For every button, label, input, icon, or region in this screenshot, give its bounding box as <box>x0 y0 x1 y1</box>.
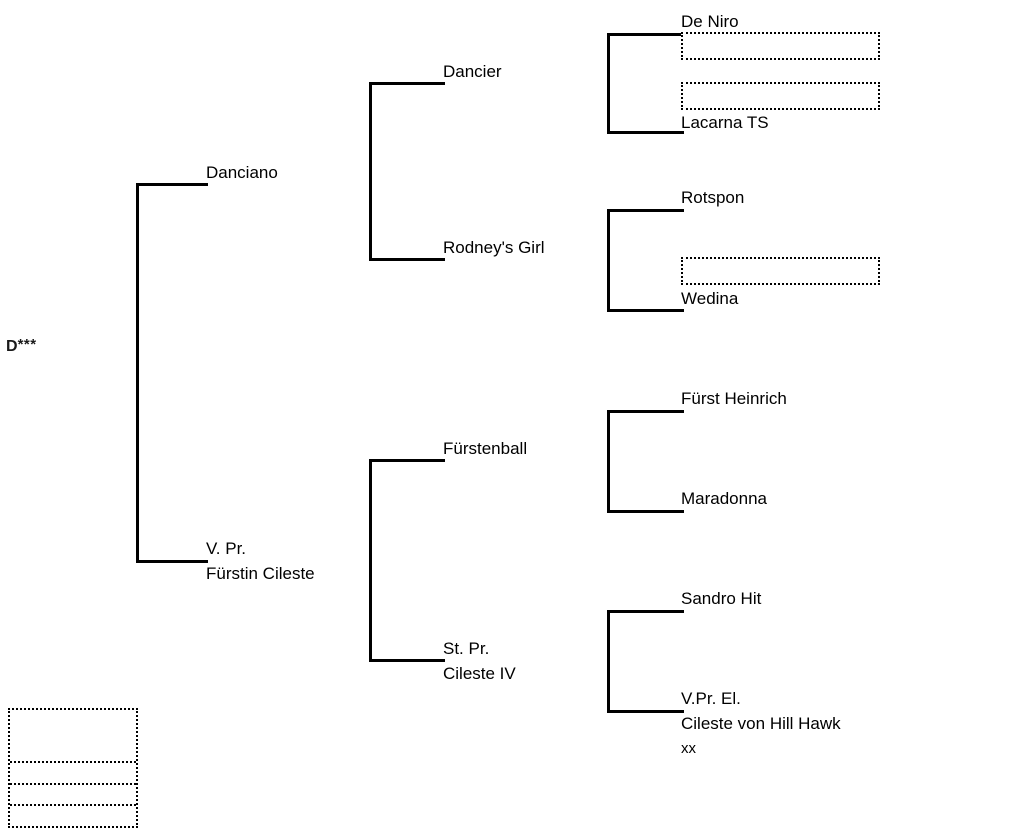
bracket-generation-3-a <box>607 33 684 134</box>
node-ds-dam-g3-label: Maradonna <box>681 489 768 508</box>
node-ds-dam-g3[interactable]: Maradonna <box>681 486 767 511</box>
bracket-vertical-line <box>607 33 610 134</box>
bracket-top-line <box>607 410 684 413</box>
bracket-vertical-line <box>607 610 610 713</box>
bracket-vertical-line <box>607 410 610 513</box>
node-sd-dam-g3-label: Wedina <box>681 289 739 308</box>
legend-row-3[interactable] <box>10 785 136 806</box>
legend-row-2[interactable] <box>10 763 136 785</box>
node-sd-sire-g3[interactable]: Rotspon <box>681 185 744 210</box>
legend-row-1[interactable] <box>10 710 136 763</box>
bracket-bottom-line <box>369 659 445 662</box>
bracket-generation-2-lower <box>369 459 445 662</box>
node-dam-dam-g2[interactable]: St. Pr. Cileste IV <box>443 636 516 686</box>
node-dd-sire-g3-label: Sandro Hit <box>681 589 762 608</box>
node-dam-sire-g2-label: Fürstenball <box>443 439 528 458</box>
empty-field-wedina-extra[interactable] <box>681 257 880 285</box>
node-dam-dam-g2-line1: St. Pr. <box>443 639 490 658</box>
node-sire-g1[interactable]: Danciano <box>206 160 278 185</box>
bracket-bottom-line <box>607 131 684 134</box>
bracket-generation-1 <box>136 183 208 563</box>
bracket-top-line <box>369 82 445 85</box>
node-sd-dam-g3[interactable]: Wedina <box>681 286 738 311</box>
bracket-top-line <box>136 183 208 186</box>
node-sire-dam-g2[interactable]: Rodney's Girl <box>443 235 545 260</box>
node-ss-sire-g3-label: De Niro <box>681 12 739 31</box>
empty-field-de-niro-extra[interactable] <box>681 32 880 60</box>
bracket-top-line <box>369 459 445 462</box>
bracket-vertical-line <box>369 459 372 662</box>
bracket-bottom-line <box>607 309 684 312</box>
node-sire-g1-label: Danciano <box>206 163 278 182</box>
bracket-generation-2-upper <box>369 82 445 261</box>
node-ss-dam-g3[interactable]: Lacarna TS <box>681 110 769 135</box>
subject-stars: *** <box>17 336 37 353</box>
bracket-vertical-line <box>136 183 139 563</box>
node-ds-sire-g3-label: Fürst Heinrich <box>681 389 787 408</box>
node-sire-dam-g2-label: Rodney's Girl <box>443 238 545 257</box>
node-sd-sire-g3-label: Rotspon <box>681 188 745 207</box>
legend-field-stack <box>8 708 138 828</box>
node-dd-dam-g3-line1: V.Pr. El. <box>681 689 741 708</box>
bracket-generation-3-d <box>607 610 684 713</box>
bracket-generation-3-b <box>607 209 684 312</box>
bracket-top-line <box>607 33 684 36</box>
node-dam-g1-line1: V. Pr. <box>206 539 247 558</box>
bracket-bottom-line <box>369 258 445 261</box>
node-ss-dam-g3-label: Lacarna TS <box>681 113 769 132</box>
node-ds-sire-g3[interactable]: Fürst Heinrich <box>681 386 787 411</box>
node-dam-sire-g2[interactable]: Fürstenball <box>443 436 527 461</box>
subject-name: D*** <box>6 336 37 356</box>
node-dam-g1[interactable]: V. Pr. Fürstin Cileste <box>206 536 315 586</box>
node-dd-sire-g3[interactable]: Sandro Hit <box>681 586 761 611</box>
legend-row-4[interactable] <box>10 806 136 826</box>
bracket-top-line <box>607 209 684 212</box>
node-ss-sire-g3[interactable]: De Niro <box>681 9 739 34</box>
bracket-bottom-line <box>607 510 684 513</box>
bracket-bottom-line <box>607 710 684 713</box>
node-sire-sire-g2[interactable]: Dancier <box>443 59 502 84</box>
node-dd-dam-g3-line3: xx <box>681 740 696 757</box>
node-dd-dam-g3-line2: Cileste von Hill Hawk <box>681 714 841 733</box>
bracket-vertical-line <box>607 209 610 312</box>
bracket-top-line <box>607 610 684 613</box>
bracket-bottom-line <box>136 560 208 563</box>
node-sire-sire-g2-label: Dancier <box>443 62 502 81</box>
node-dam-g1-line2: Fürstin Cileste <box>206 564 315 583</box>
node-dam-dam-g2-line2: Cileste IV <box>443 664 516 683</box>
empty-field-lacarna-extra[interactable] <box>681 82 880 110</box>
bracket-generation-3-c <box>607 410 684 513</box>
node-dd-dam-g3[interactable]: V.Pr. El. Cileste von Hill Hawk xx <box>681 686 841 761</box>
subject-name-text: D <box>6 338 18 355</box>
bracket-vertical-line <box>369 82 372 261</box>
